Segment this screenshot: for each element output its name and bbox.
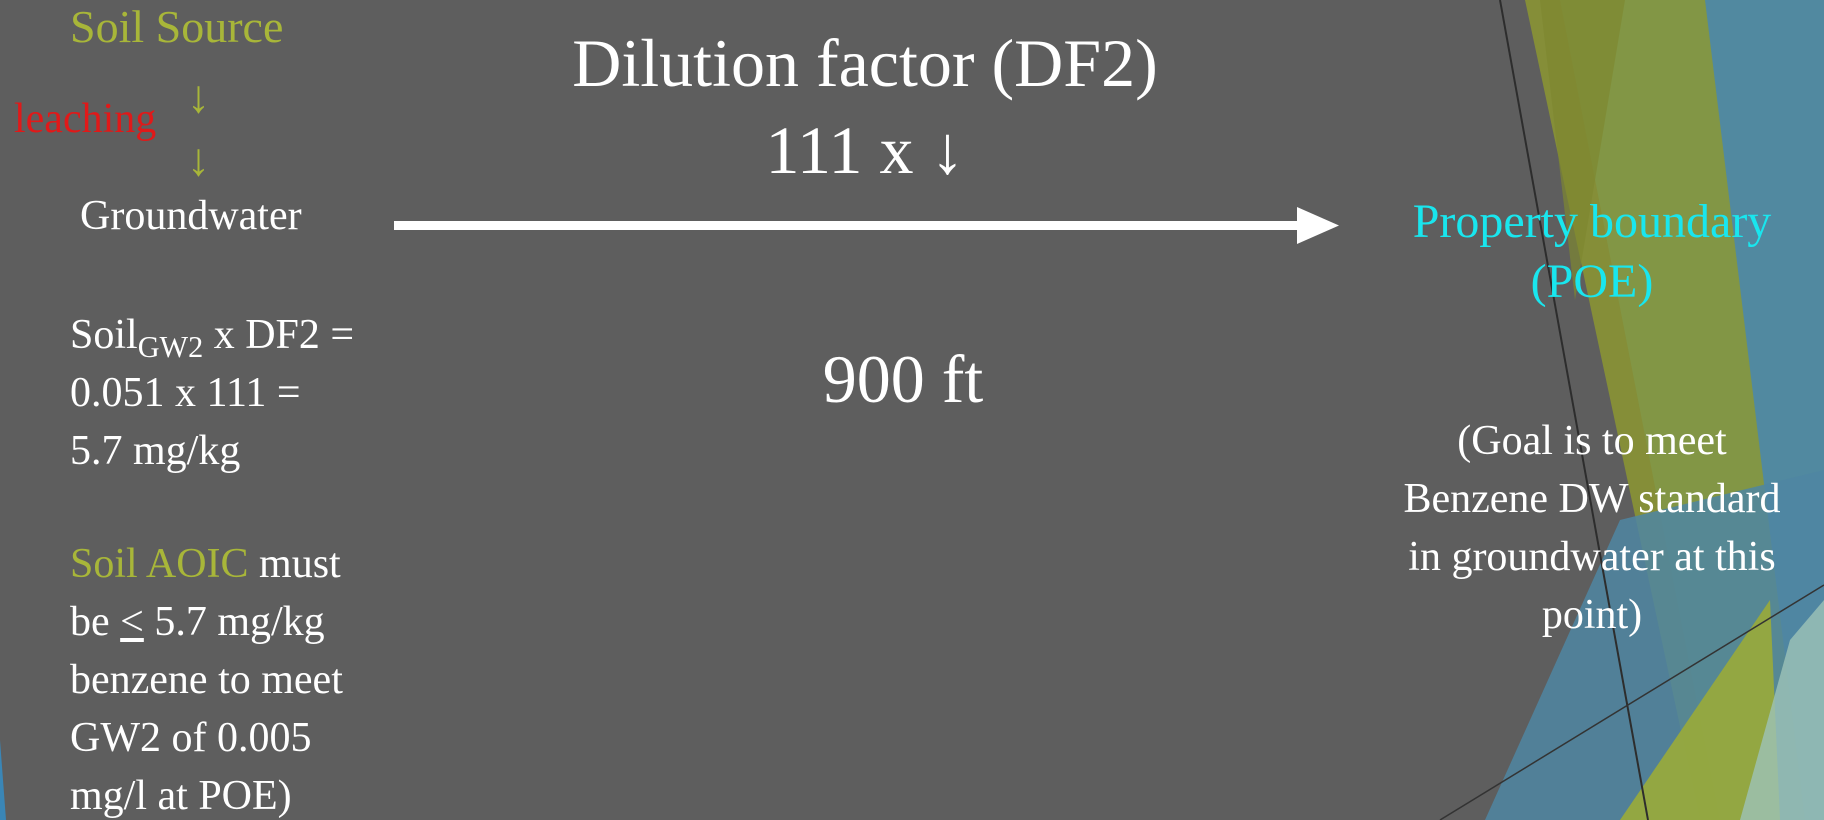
calc-line-2: 0.051 x 111 =	[70, 370, 301, 416]
aoic-line-1: Soil AOIC must	[70, 535, 343, 593]
soil-calculation: SoilGW2 x DF2 = 0.051 x 111 = 5.7 mg/kg	[70, 306, 354, 480]
deco-thin-line-diagonal	[1499, 0, 1649, 820]
property-boundary-label: Property boundary (POE)	[1364, 192, 1820, 312]
soil-source-label: Soil Source	[70, 1, 284, 52]
soil-text: Soil	[70, 312, 138, 358]
goal-line: in groundwater at this	[1408, 534, 1776, 580]
calc-line-1: SoilGW2 x DF2 =	[70, 306, 354, 364]
calc-line-3: 5.7 mg/kg	[70, 428, 241, 474]
flow-arrow-icon	[394, 207, 1339, 244]
leaching-label: leaching	[14, 96, 157, 142]
goal-line: (Goal is to meet	[1457, 418, 1727, 464]
aoic-line-5: mg/l at POE)	[70, 773, 292, 819]
aoic-value: 5.7 mg/kg	[143, 599, 325, 645]
goal-note: (Goal is to meet Benzene DW standard in …	[1364, 412, 1820, 644]
aoic-must: must	[248, 541, 341, 587]
deco-thin-line-lower	[1439, 584, 1824, 820]
aoic-requirement: Soil AOIC must be < 5.7 mg/kg benzene to…	[70, 535, 343, 820]
aoic-line-3: benzene to meet	[70, 657, 343, 703]
soil-aoic-label: Soil AOIC	[70, 541, 249, 587]
aoic-be: be	[70, 599, 121, 645]
down-arrow-icon: ↓	[187, 71, 210, 122]
calc-rest: x DF2 =	[203, 312, 355, 358]
goal-line: point)	[1541, 592, 1643, 638]
groundwater-label: Groundwater	[80, 193, 302, 239]
distance-label: 900 ft	[822, 341, 984, 417]
dilution-factor-value: 111 x ↓	[765, 112, 965, 188]
gw2-subscript: GW2	[137, 330, 204, 365]
property-boundary-line: Property boundary	[1412, 195, 1772, 248]
deco-shape-pale-lower	[1740, 600, 1824, 820]
aoic-line-4: GW2 of 0.005	[70, 715, 312, 761]
goal-line: Benzene DW standard	[1403, 476, 1781, 522]
deco-shape-green-lower	[1620, 600, 1780, 820]
aoic-line-2: be < 5.7 mg/kg	[70, 593, 343, 651]
down-arrow-icon: ↓	[187, 134, 210, 185]
deco-shape-olive-top	[1540, 0, 1625, 300]
less-or-equal-symbol: <	[120, 599, 144, 645]
poe-line: (POE)	[1530, 255, 1654, 308]
dilution-factor-title: Dilution factor (DF2)	[572, 25, 1158, 101]
deco-shape-blue-left-corner	[0, 740, 6, 820]
